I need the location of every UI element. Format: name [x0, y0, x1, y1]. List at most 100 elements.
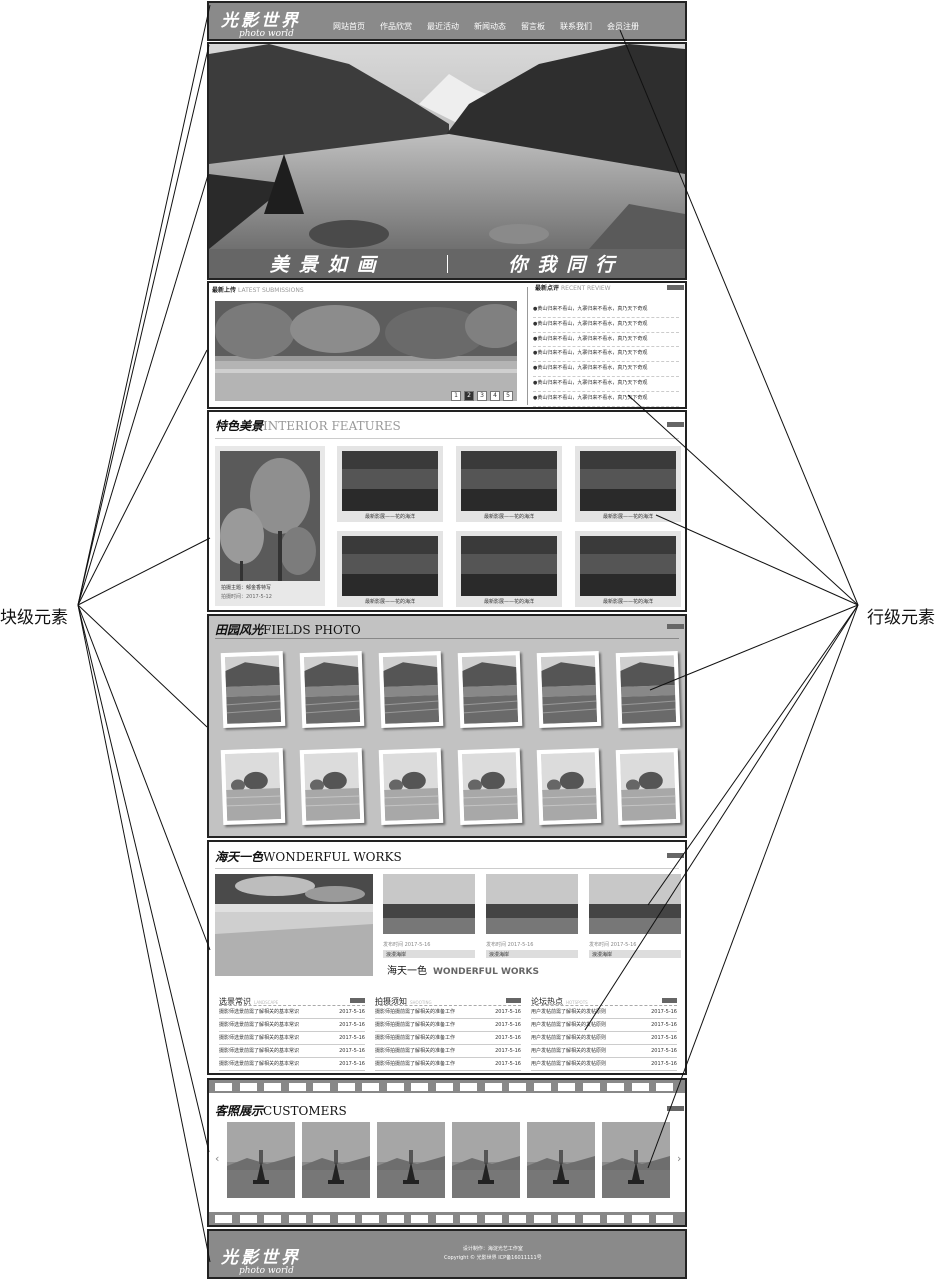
footer-logo[interactable]: 光影世界 photo world [221, 1243, 301, 1276]
feature-thumb-caption: 最新影展——花的海洋 [483, 599, 534, 605]
nav-home[interactable]: 网站首页 [333, 22, 365, 31]
fields-more-button[interactable] [667, 624, 684, 629]
nav-works[interactable]: 作品欣赏 [380, 22, 412, 31]
nav-register[interactable]: 会员注册 [607, 22, 639, 31]
work-name: 浪漫海岸 [383, 950, 475, 958]
main-nav: 网站首页 作品欣赏 最近活动 新闻动态 留言板 联系我们 会员注册 [333, 21, 654, 32]
pagoda-lake-photo[interactable] [602, 1122, 670, 1198]
carousel-prev-icon[interactable]: ‹ [215, 1152, 220, 1165]
pagoda-lake-photo[interactable] [527, 1122, 595, 1198]
row-date: 2017-5-16 [651, 1009, 677, 1015]
beach-photo[interactable] [215, 874, 373, 976]
footer-block: 光影世界 photo world 设计制作：海淀光艺工作室 Copyright … [207, 1229, 687, 1279]
film-hole [411, 1082, 428, 1091]
film-hole [288, 1082, 306, 1091]
pagoda-lake-photo[interactable] [302, 1122, 370, 1198]
nav-activities[interactable]: 最近活动 [427, 22, 459, 31]
field-photo-card[interactable] [457, 747, 523, 826]
feature-thumb-card[interactable]: 最新影展——花的海洋 [456, 446, 562, 522]
review-title: 最新点评 [535, 285, 560, 292]
pager-item[interactable]: 5 [503, 391, 513, 401]
field-photo-card[interactable] [536, 747, 602, 826]
pager-item[interactable]: 4 [490, 391, 500, 401]
header-block: 光影世界 photo world 网站首页 作品欣赏 最近活动 新闻动态 留言板… [207, 1, 687, 41]
logo[interactable]: 光影世界 photo world [221, 6, 301, 39]
customers-more-button[interactable] [667, 1106, 684, 1111]
work-card[interactable]: 发布时间 2017-5-16 浪漫海岸 [486, 874, 578, 958]
row-date: 2017-5-16 [339, 1009, 365, 1015]
coast-photo [486, 874, 578, 934]
work-card[interactable]: 发布时间 2017-5-16 浪漫海岸 [589, 874, 681, 958]
list-item[interactable]: 黄山归来不看山，九寨归来不看水，真乃天下奇观 [533, 362, 679, 377]
feature-thumb-card[interactable]: 最新影展——花的海洋 [337, 446, 443, 522]
field-photo-card[interactable] [536, 650, 602, 729]
film-strip-top [209, 1080, 685, 1093]
wheat-field-photo [619, 752, 677, 821]
feature-thumb-card[interactable]: 最新影展——花的海洋 [456, 531, 562, 607]
review-more-button[interactable] [667, 285, 684, 290]
list-item[interactable]: 黄山归来不看山，九寨归来不看水，真乃天下奇观 [533, 303, 679, 318]
work-card[interactable]: 发布时间 2017-5-16 浪漫海岸 [383, 874, 475, 958]
field-photo-card[interactable] [615, 650, 681, 729]
pager-item-active[interactable]: 2 [464, 391, 474, 401]
block-leader-line [77, 4, 211, 606]
works-more-button[interactable] [667, 853, 684, 858]
terrace-field-photo [303, 655, 361, 724]
features-main-card[interactable]: 拍摄主题：郁金香特写 拍摄时间：2017-5-12 [215, 446, 325, 606]
nav-news[interactable]: 新闻动态 [474, 22, 506, 31]
list-item[interactable]: 黄山归来不看山，九寨归来不看水，真乃天下奇观 [533, 318, 679, 333]
list-item[interactable]: 黄山归来不看山，九寨归来不看水，真乃天下奇观 [533, 377, 679, 392]
field-photo-card[interactable] [378, 650, 444, 729]
field-photo-card[interactable] [220, 747, 286, 826]
block-leader-line [77, 174, 209, 606]
field-photo-card[interactable] [615, 747, 681, 826]
list-item[interactable]: 黄山归来不看山，九寨归来不看水，真乃天下奇观 [533, 333, 679, 348]
field-photo-card[interactable] [299, 650, 365, 729]
column-subtitle: SHOOTING [410, 1000, 432, 1005]
terrace-field-photo [382, 655, 440, 724]
column-more-button[interactable] [662, 998, 677, 1003]
block-leader-line [77, 604, 208, 728]
list-item[interactable]: 黄山归来不看山，九寨归来不看水，真乃天下奇观 [533, 347, 679, 363]
pager-item[interactable]: 3 [477, 391, 487, 401]
carousel-next-icon[interactable]: › [677, 1152, 682, 1165]
nav-contact[interactable]: 联系我们 [560, 22, 592, 31]
feature-thumb-card[interactable]: 最新影展——花的海洋 [575, 531, 681, 607]
field-photo-card[interactable] [299, 747, 365, 826]
wheat-field-photo [540, 752, 598, 821]
pagoda-lake-photo[interactable] [227, 1122, 295, 1198]
list-item[interactable]: 黄山归来不看山，九寨归来不看水，真乃天下奇观 [533, 392, 679, 407]
footer-line-1: 设计制作：海淀光艺工作室 [462, 1246, 523, 1252]
pagoda-lake-photo[interactable] [452, 1122, 520, 1198]
row-text: 摄影师选景前需了解相关的基本常识 [219, 1035, 300, 1041]
pager-item[interactable]: 1 [451, 391, 461, 401]
features-more-button[interactable] [667, 422, 684, 427]
feature-thumb-card[interactable]: 最新影展——花的海洋 [337, 531, 443, 607]
column-more-button[interactable] [350, 998, 365, 1003]
field-photo-card[interactable] [220, 650, 286, 729]
row-date: 2017-5-16 [495, 1009, 521, 1015]
column-more-button[interactable] [506, 998, 521, 1003]
row-date: 2017-5-16 [651, 1048, 677, 1054]
nav-guestbook[interactable]: 留言板 [521, 22, 545, 31]
field-photo-card[interactable] [378, 747, 444, 826]
feature-thumb-card[interactable]: 最新影展——花的海洋 [575, 446, 681, 522]
pagoda-lake-photo[interactable] [377, 1122, 445, 1198]
field-photo-card[interactable] [457, 650, 523, 729]
